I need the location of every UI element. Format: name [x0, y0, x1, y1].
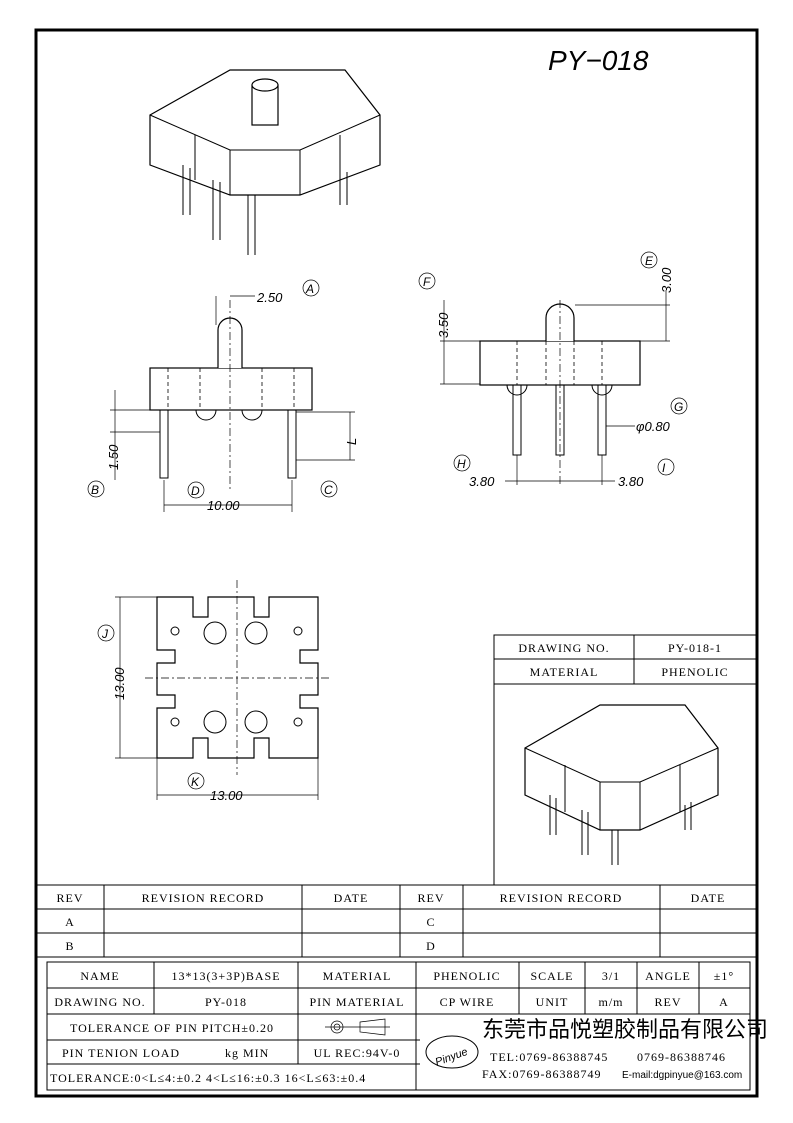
dim-i-value: 3.80: [618, 474, 644, 489]
drawing-title: PY−018: [548, 45, 649, 76]
drawing-no-value: PY-018: [205, 995, 247, 1009]
drawing-no-label: DRAWING NO.: [54, 995, 145, 1009]
revision-table: [36, 884, 757, 958]
telephone-2: 0769-86388746: [637, 1050, 726, 1064]
dim-b-label: B: [91, 483, 99, 497]
sub-material-label: MATERIAL: [530, 665, 599, 679]
dim-b-value: 1.50: [106, 444, 121, 470]
revision-cell: C: [426, 915, 435, 929]
outer-frame: [34, 28, 759, 1098]
revision-cell: D: [426, 939, 436, 953]
pinyue-logo: [425, 1035, 479, 1069]
revision-header: REV: [418, 891, 445, 905]
scale-label: SCALE: [530, 969, 573, 983]
material-value: PHENOLIC: [433, 969, 500, 983]
revision-header: DATE: [334, 891, 369, 905]
dim-d-label: D: [191, 484, 200, 498]
pin-material-value: CP WIRE: [440, 995, 495, 1009]
pitch-tolerance: TOLERANCE OF PIN PITCH±0.20: [70, 1021, 274, 1035]
side-view: [440, 290, 670, 485]
revision-header: REVISION RECORD: [142, 891, 265, 905]
dim-f-value: 3.50: [436, 312, 451, 338]
revision-cell: B: [65, 939, 74, 953]
dim-k-value: 13.00: [210, 788, 243, 803]
dim-a-value: 2.50: [256, 290, 283, 305]
fax: FAX:0769-86388749: [482, 1067, 601, 1081]
tolerance-note: TOLERANCE:0<L≤4:±0.2 4<L≤16:±0.3 16<L≤63…: [50, 1071, 366, 1085]
dim-i-label: I: [662, 461, 666, 475]
logo-text: Pinyue: [434, 1046, 470, 1069]
name-label: NAME: [80, 969, 119, 983]
rev-label: REV: [655, 995, 682, 1009]
email: E-mail:dgpinyue@163.com: [622, 1070, 742, 1081]
dim-d-value: 10.00: [207, 498, 240, 513]
angle-label: ANGLE: [645, 969, 691, 983]
dim-k-label: K: [191, 775, 200, 789]
dim-h-label: H: [457, 457, 466, 471]
pin-material-label: PIN MATERIAL: [310, 995, 405, 1009]
angle-value: ±1°: [714, 969, 734, 983]
dim-e-value: 3.00: [659, 267, 674, 293]
dim-j-label: J: [101, 627, 109, 641]
revision-cell: A: [65, 915, 75, 929]
dim-a-label: A: [305, 282, 314, 296]
dim-h-value: 3.80: [469, 474, 495, 489]
pin-tension-unit: kg MIN: [225, 1046, 269, 1060]
title-block: [46, 961, 751, 1091]
name-value: 13*13(3+3P)BASE: [171, 969, 280, 983]
sub-table: [493, 634, 758, 886]
revision-header: REVISION RECORD: [500, 891, 623, 905]
unit-label: UNIT: [536, 995, 569, 1009]
dim-f-label: F: [423, 275, 431, 289]
scale-value: 3/1: [602, 969, 620, 983]
bottom-view: [115, 580, 330, 800]
sub-material: PHENOLIC: [661, 665, 728, 679]
rev-value: A: [719, 995, 729, 1009]
dim-c-label: C: [324, 483, 333, 497]
front-view: [110, 295, 355, 512]
dim-g-label: G: [674, 400, 683, 414]
unit-value: m/m: [598, 995, 623, 1009]
dim-g-value: φ0.80: [636, 419, 671, 434]
revision-header: DATE: [691, 891, 726, 905]
telephone: TEL:0769-86388745: [490, 1050, 608, 1064]
company-name: 东莞市品悦塑胶制品有限公司: [482, 1017, 768, 1042]
sub-drawing-no: PY-018-1: [668, 641, 722, 655]
dim-j-value: 13.00: [112, 667, 127, 700]
pin-tension-label: PIN TENION LOAD: [62, 1046, 180, 1060]
dim-l-value: L: [344, 438, 359, 445]
material-label: MATERIAL: [323, 969, 392, 983]
revision-header: REV: [57, 891, 84, 905]
isometric-view: [149, 69, 381, 255]
sub-drawing-no-label: DRAWING NO.: [518, 641, 609, 655]
ul-rating: UL REC:94V-0: [314, 1046, 401, 1060]
dim-e-label: E: [645, 254, 654, 268]
